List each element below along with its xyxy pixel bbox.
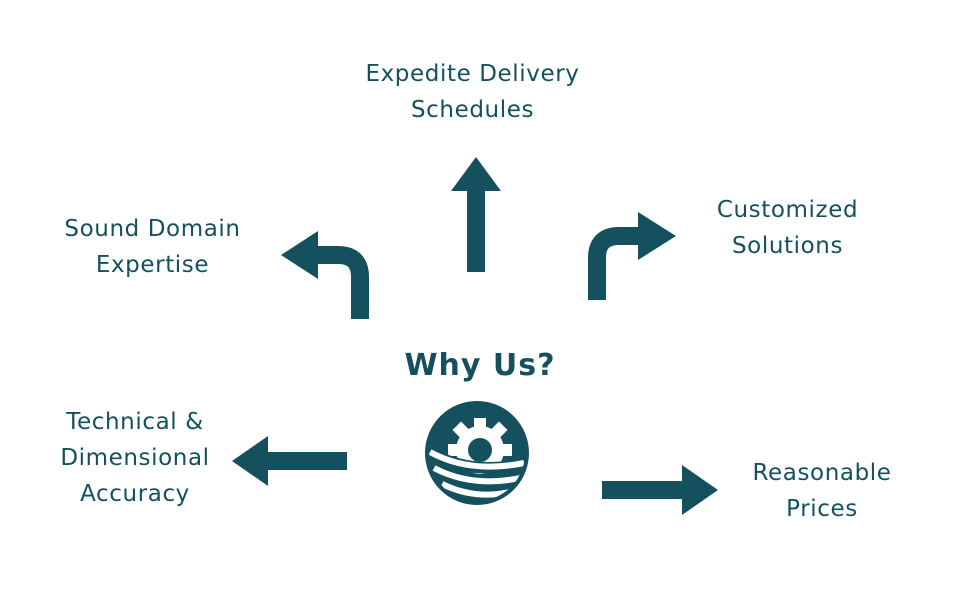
arrow-left-icon [232, 436, 347, 486]
arrow-turn-left-icon [281, 231, 369, 319]
arrow-right-icon [602, 465, 718, 515]
arrow-up-icon [451, 157, 501, 272]
label-sound-domain-expertise: Sound Domain Expertise [64, 216, 241, 278]
label-expedite-delivery: Expedite Delivery Schedules [365, 61, 580, 123]
label-customized-solutions: Customized Solutions [716, 197, 859, 259]
arrow-turn-right-icon [588, 212, 676, 300]
label-technical-accuracy: Technical & Dimensional Accuracy [60, 409, 210, 507]
diagram-title: Why Us? [404, 348, 556, 383]
label-reasonable-prices: Reasonable Prices [752, 460, 892, 522]
gear-globe-logo-icon [425, 401, 529, 505]
